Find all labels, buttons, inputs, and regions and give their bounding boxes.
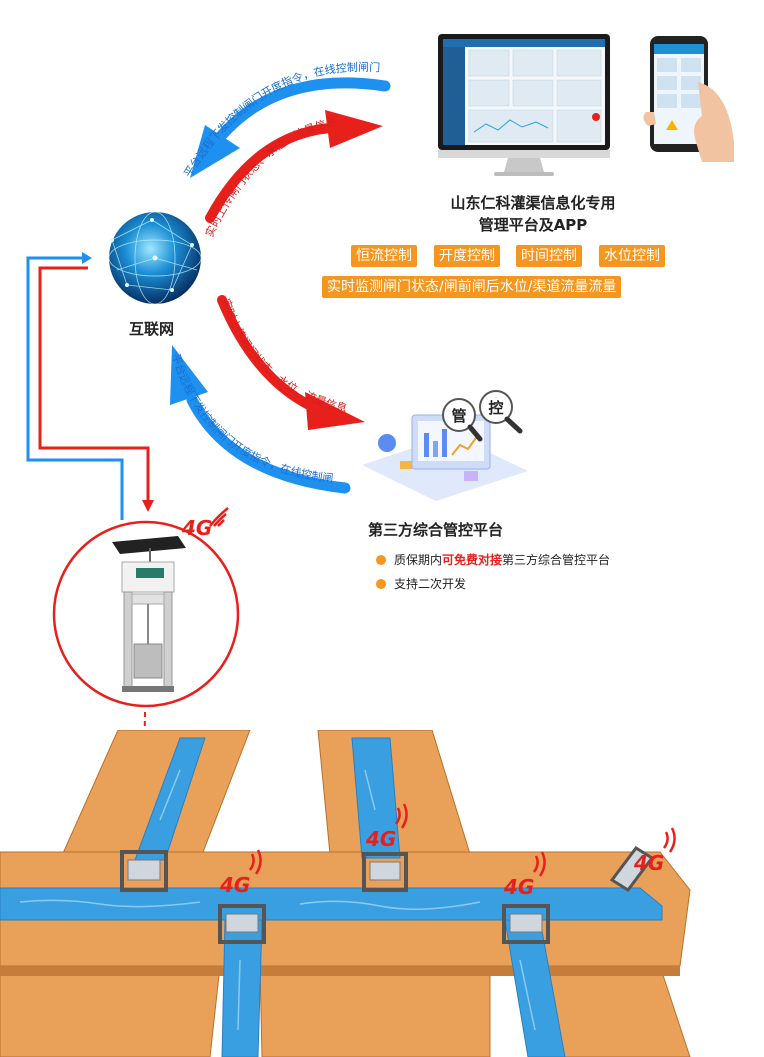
internet-label: 互联网 [129,320,175,338]
magnifier-1-icon [442,398,476,432]
magnifier-2-icon [479,390,513,424]
field-gate-4 [502,904,550,944]
canal-field-map: 4G 4G 4G 4G [0,730,691,1057]
uplink-arrowhead [82,252,92,264]
field-4g-label-4: 4G [633,851,664,875]
field-gate-3 [218,904,266,944]
third-party-title: 第三方综合管控平台 [368,521,504,539]
field-gate-5 [609,845,655,893]
monitor-icon [438,34,610,176]
feature-tag-2: 开度控制 [434,245,500,267]
top-red-arrow-head [325,110,383,148]
mid-red-arrow-label: 实时上传闸门状态、水位、流量信息 [219,297,348,416]
field-4g-label-2: 4G [219,873,250,897]
bullet2-text: 支持二次开发 [394,577,467,591]
top-red-arrow-body [205,123,335,223]
canal-horizontal-main [0,887,663,921]
field-4g-label-3: 4G [503,875,534,899]
platform-title-line1: 山东仁科灌渠信息化专用 [450,194,616,212]
feature-tag-1: 恒流控制 [351,245,417,267]
mid-red-arrow-body [217,295,320,413]
third-party-bullet-1: 质保期内可免费对接第三方综合管控平台 [376,551,610,568]
field-4g-label-1: 4G [365,827,396,851]
bullet1-highlight: 可免费对接 [442,553,503,567]
top-blue-arrow-body [216,77,391,141]
gate-4g-signal: 4G [182,507,229,540]
bullet-dot-icon [376,578,386,589]
phone-app-icon [643,36,734,162]
bullet1-prefix: 质保期内 [394,553,443,567]
feature-tag-4: 水位控制 [599,245,665,267]
gate-device-circle [52,520,240,708]
solar-panel-icon [112,536,186,554]
field-signal-icons [248,803,676,877]
gate-downlink-line [38,266,150,505]
mid-red-arrow-head [305,392,365,430]
bullet-dot-icon [376,554,386,565]
magnifier-char-1: 管 [451,407,466,425]
feature-tag-3: 时间控制 [516,245,582,267]
third-party-platform-illustration: 管 控 [362,390,528,501]
signal-label: 4G [182,516,213,540]
wifi-signal-icon [209,507,229,527]
canal-vertical-middle [351,737,401,859]
land-bottom-middle [259,965,491,1057]
land-bottom-left [0,965,221,1057]
mid-blue-arrow-head [170,345,208,405]
internet-globe [108,211,202,305]
gate-uplink-line [26,256,124,520]
field-gate-1 [120,850,168,892]
third-party-bullet-2: 支持二次开发 [376,575,466,592]
top-blue-arrow-head [190,125,240,178]
magnifier-char-2: 控 [488,399,503,417]
feature-tag-monitoring: 实时监测闸门状态/闸前闸后水位/渠道流量流量 [322,276,622,298]
bullet1-suffix: 第三方综合管控平台 [502,553,611,567]
platform-title-line2: 管理平台及APP [478,216,588,234]
field-gate-2 [362,852,408,892]
downlink-arrowhead [142,500,154,512]
mid-blue-arrow-body [186,394,351,494]
